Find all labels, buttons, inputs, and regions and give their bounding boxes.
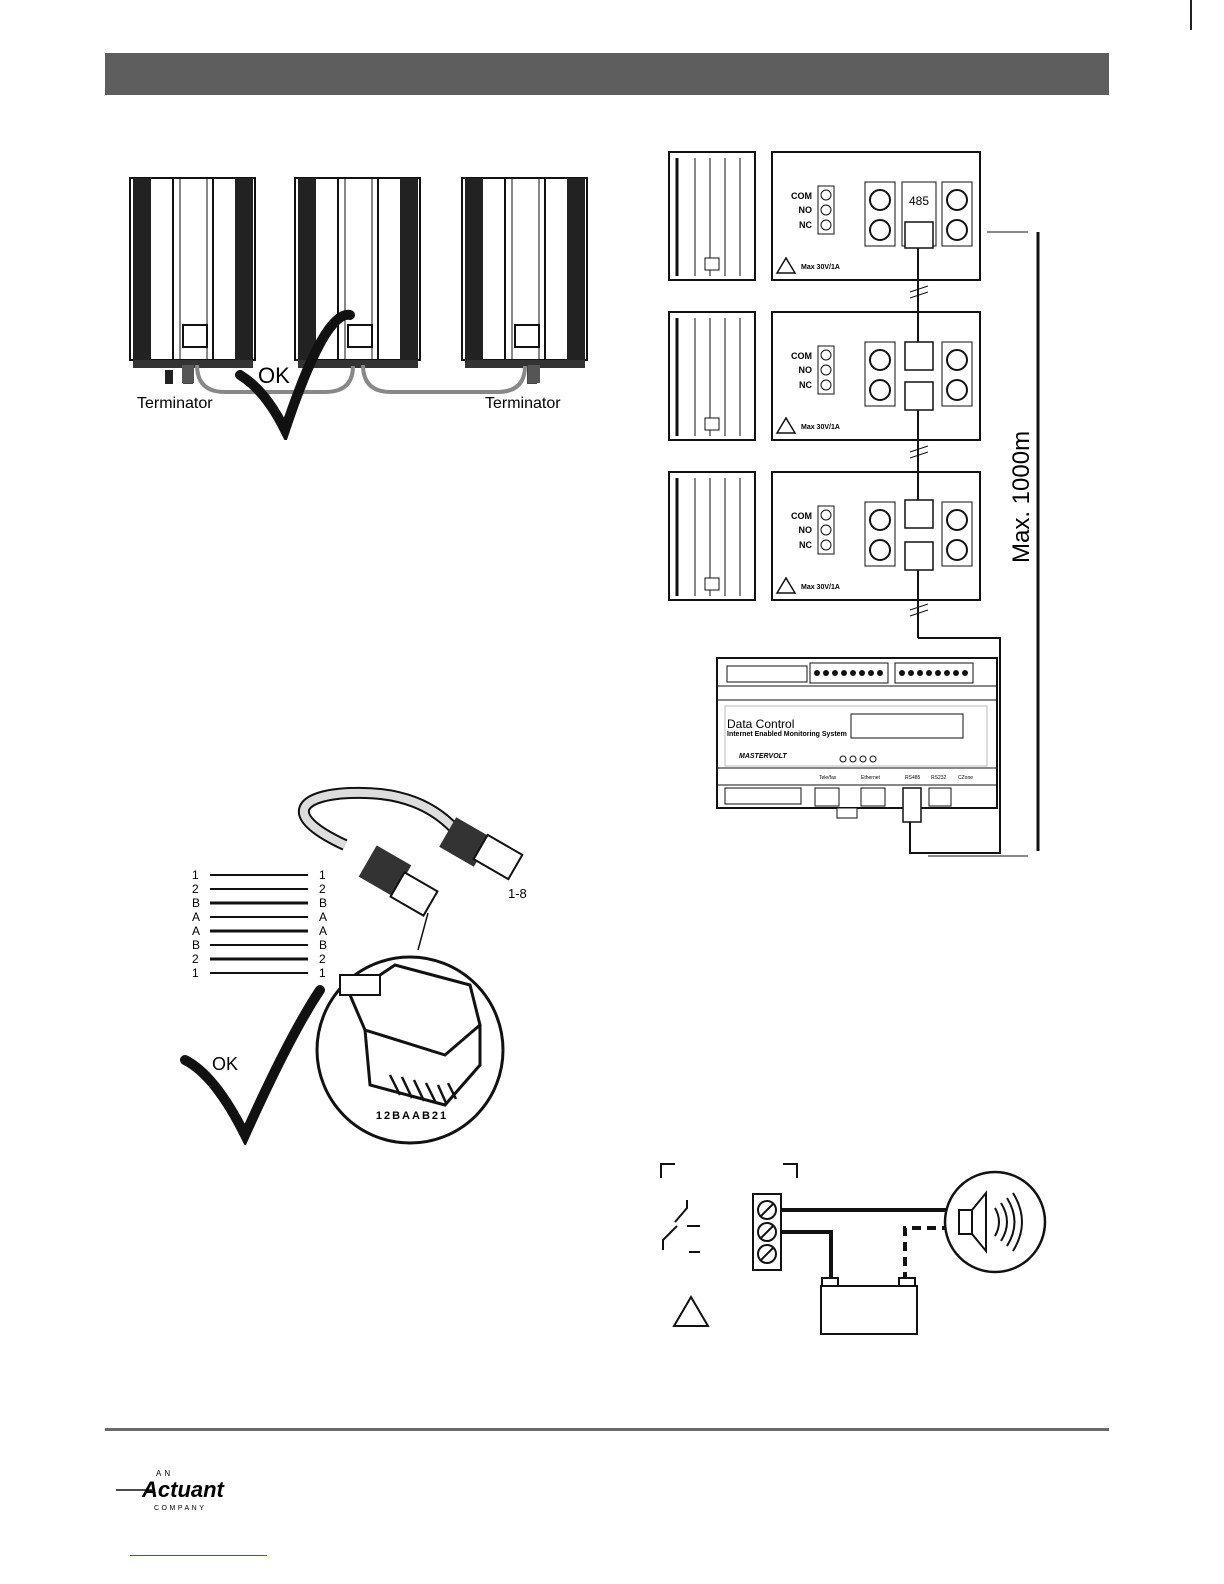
pin-right-7: 2: [319, 952, 326, 966]
warning-icon: [674, 1297, 708, 1326]
relay-nc-label: NC: [799, 380, 812, 390]
charger-unit-right: [462, 178, 587, 384]
pin-table: 1 2 B A A B 2 1 1 2 B A A B 2 1: [192, 868, 327, 980]
relay-com-label: COM: [791, 351, 812, 361]
actuant-logo: AN Actuant COMPANY: [112, 1462, 242, 1518]
ground-wire-dashed: [905, 1228, 951, 1284]
ok-label: OK: [212, 1054, 238, 1074]
relay-com-label: COM: [791, 511, 812, 521]
relay-panel-3: COM NO NC Max 30V/1A: [772, 472, 980, 600]
device-brand: Data Control: [727, 717, 794, 731]
pin-right-1: 1: [319, 868, 326, 882]
terminator-label-left: Terminator: [137, 395, 213, 412]
pin-left-3: B: [192, 896, 200, 910]
cable-diagram: 1-8 1 2 B A A B 2 1 1 2 B A A B 2 1 12BA…: [180, 785, 560, 1145]
port-rs232-label: RS232: [931, 775, 947, 781]
pin-right-8: 1: [319, 966, 326, 980]
relay-nc-label: NC: [799, 220, 812, 230]
link-underline: [130, 1555, 267, 1556]
rs485-chain-diagram: COM NO NC Max 30V/1A 485 COM NO NC: [665, 148, 1065, 863]
device-maker: MASTERVOLT: [739, 753, 787, 760]
page-edge-mark: [1190, 0, 1192, 30]
pin-right-4: A: [319, 910, 327, 924]
network-cable-2: [363, 365, 525, 392]
port-485-label: 485: [909, 194, 929, 208]
speaker-icon: [945, 1172, 1045, 1272]
relay-no-label: NO: [799, 365, 813, 375]
pin-left-6: B: [192, 938, 200, 952]
pin-right-5: A: [319, 924, 327, 938]
port-telefax-label: Tele/fax: [819, 775, 837, 781]
rj45-plug-bottom: [359, 845, 438, 915]
connector-label: 1-8: [508, 886, 527, 901]
logo-bottom-text: COMPANY: [154, 1505, 206, 1512]
pin-left-7: 2: [192, 952, 199, 966]
pin-code: 12BAAB21: [376, 1110, 448, 1122]
terminator-plug-right: [528, 365, 540, 383]
rj45-plug-top: [439, 817, 522, 879]
pin-left-8: 1: [192, 966, 199, 980]
pin-left-2: 2: [192, 882, 199, 896]
relay-com-label: COM: [791, 191, 812, 201]
relay-no-label: NO: [799, 525, 813, 535]
battery-wire: [781, 1232, 831, 1284]
relay-switch-symbol: [663, 1200, 700, 1252]
pin-right-6: B: [319, 938, 327, 952]
pin-left-1: 1: [192, 868, 199, 882]
relay-nc-label: NC: [799, 540, 812, 550]
checkmark-icon: [185, 990, 320, 1135]
terminator-plug-left: [182, 365, 194, 383]
footer-rule: [105, 1428, 1109, 1431]
distance-label: Max. 1000m: [1008, 431, 1035, 563]
charger-unit-left: [130, 178, 255, 384]
port-czone-label: CZone: [958, 775, 973, 781]
pin-right-3: B: [319, 896, 327, 910]
relay-panel-1: COM NO NC Max 30V/1A 485: [772, 152, 980, 280]
data-control-device: Data Control Internet Enabled Monitoring…: [717, 658, 997, 822]
pin-left-5: A: [192, 924, 200, 938]
section-header-bar: [105, 53, 1109, 95]
terminator-diagram: OK Terminator Terminator: [125, 170, 595, 440]
connector-magnified-view: 12BAAB21: [317, 957, 503, 1143]
relay-no-label: NO: [799, 205, 813, 215]
pin-right-2: 2: [319, 882, 326, 896]
ok-label: OK: [258, 363, 290, 388]
logo-brand-text: Actuant: [141, 1477, 226, 1502]
alarm-relay-diagram: [655, 1160, 1065, 1345]
charger-unit-middle: [295, 178, 420, 368]
charger-side-view-2: [669, 312, 755, 440]
max-rating-label: Max 30V/1A: [801, 424, 840, 431]
terminator-label-right: Terminator: [485, 395, 561, 412]
port-ethernet-label: Ethernet: [861, 775, 881, 781]
battery-icon: [821, 1286, 917, 1334]
max-rating-label: Max 30V/1A: [801, 584, 840, 591]
charger-side-view-3: [669, 472, 755, 600]
port-rs485-label: RS485: [905, 775, 921, 781]
relay-panel-2: COM NO NC Max 30V/1A: [772, 312, 980, 440]
charger-side-view-1: [669, 152, 755, 280]
pin-left-4: A: [192, 910, 200, 924]
max-rating-label: Max 30V/1A: [801, 264, 840, 271]
device-subtitle: Internet Enabled Monitoring System: [727, 731, 847, 738]
